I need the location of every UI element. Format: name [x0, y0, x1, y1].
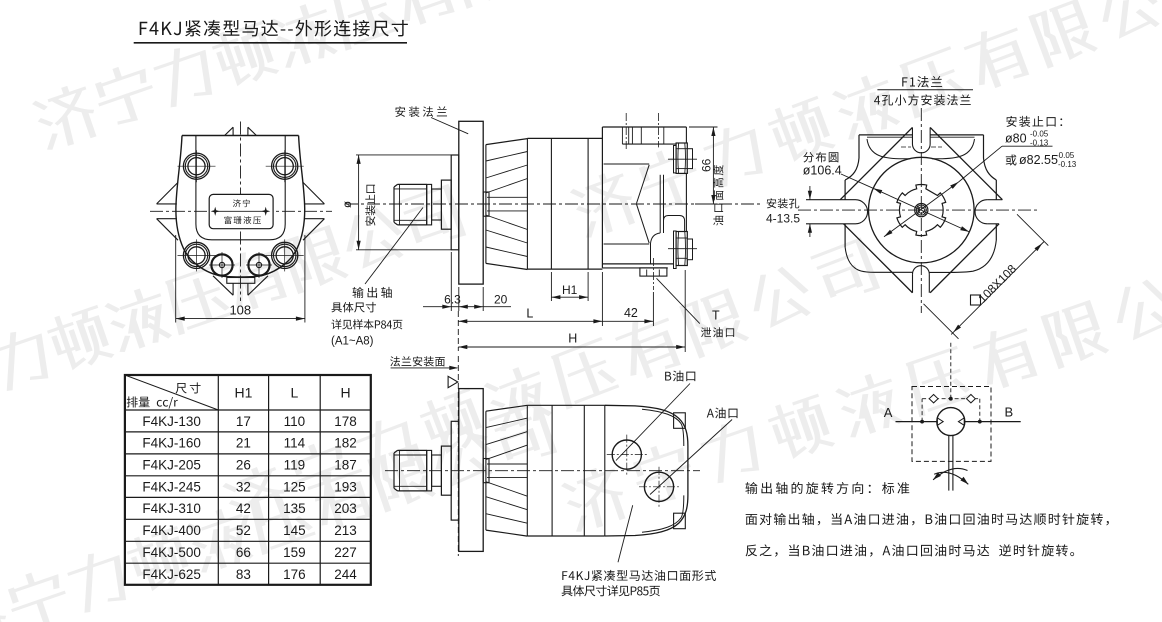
- svg-text:32: 32: [236, 480, 251, 495]
- svg-text:H: H: [568, 332, 577, 346]
- svg-text:119: 119: [284, 458, 306, 473]
- svg-text:F4KJ-625: F4KJ-625: [142, 567, 201, 582]
- svg-text:182: 182: [334, 436, 357, 451]
- svg-text:108: 108: [229, 303, 251, 318]
- svg-text:-0.05: -0.05: [1030, 130, 1049, 139]
- svg-text:F4KJ-400: F4KJ-400: [142, 523, 201, 538]
- svg-text:F4KJ-310: F4KJ-310: [142, 501, 201, 516]
- svg-text:213: 213: [334, 523, 357, 538]
- svg-text:178: 178: [334, 414, 357, 429]
- svg-text:T: T: [712, 309, 720, 323]
- svg-text:(A1~A8): (A1~A8): [331, 336, 374, 348]
- svg-text:ø80: ø80: [1005, 132, 1027, 146]
- svg-text:F4KJ-160: F4KJ-160: [142, 436, 201, 451]
- svg-text:ø82.55: ø82.55: [1019, 153, 1058, 167]
- svg-text:-0.13: -0.13: [1058, 160, 1077, 169]
- svg-text:83: 83: [236, 567, 251, 582]
- svg-text:187: 187: [334, 458, 357, 473]
- svg-text:20: 20: [494, 293, 508, 307]
- svg-text:125: 125: [283, 480, 306, 495]
- svg-text:203: 203: [334, 501, 357, 516]
- svg-text:L: L: [526, 307, 533, 321]
- svg-text:B: B: [1005, 405, 1014, 420]
- svg-text:26: 26: [236, 458, 251, 473]
- svg-text:F4KJ-130: F4KJ-130: [142, 414, 201, 429]
- svg-text:F4KJ-205: F4KJ-205: [142, 458, 201, 473]
- svg-text:42: 42: [624, 306, 638, 320]
- svg-text:244: 244: [334, 567, 357, 582]
- svg-text:135: 135: [283, 501, 306, 516]
- svg-text:ø: ø: [342, 201, 354, 208]
- svg-text:176: 176: [283, 567, 306, 582]
- svg-text:227: 227: [334, 545, 357, 560]
- svg-text:-0.05: -0.05: [1056, 151, 1075, 160]
- svg-text:H1: H1: [234, 385, 252, 401]
- svg-text:6.3: 6.3: [444, 293, 461, 307]
- svg-text:21: 21: [236, 436, 251, 451]
- svg-text:193: 193: [334, 480, 357, 495]
- svg-text:ø106.4: ø106.4: [803, 164, 842, 178]
- svg-text:159: 159: [283, 545, 306, 560]
- svg-text:4-13.5: 4-13.5: [766, 212, 800, 226]
- svg-text:A: A: [884, 405, 893, 420]
- svg-text:52: 52: [236, 523, 251, 538]
- svg-text:F4KJ-245: F4KJ-245: [142, 480, 201, 495]
- svg-text:42: 42: [236, 501, 251, 516]
- svg-text:L: L: [291, 385, 299, 401]
- svg-text:-0.13: -0.13: [1030, 139, 1049, 148]
- svg-text:F4KJ-500: F4KJ-500: [142, 545, 201, 560]
- svg-text:114: 114: [284, 436, 306, 451]
- svg-text:H1: H1: [562, 283, 578, 297]
- svg-text:110: 110: [284, 414, 306, 429]
- svg-text:66: 66: [699, 158, 713, 172]
- svg-text:17: 17: [236, 414, 251, 429]
- svg-text:145: 145: [283, 523, 306, 538]
- svg-text:H: H: [340, 385, 350, 401]
- svg-text:66: 66: [236, 545, 251, 560]
